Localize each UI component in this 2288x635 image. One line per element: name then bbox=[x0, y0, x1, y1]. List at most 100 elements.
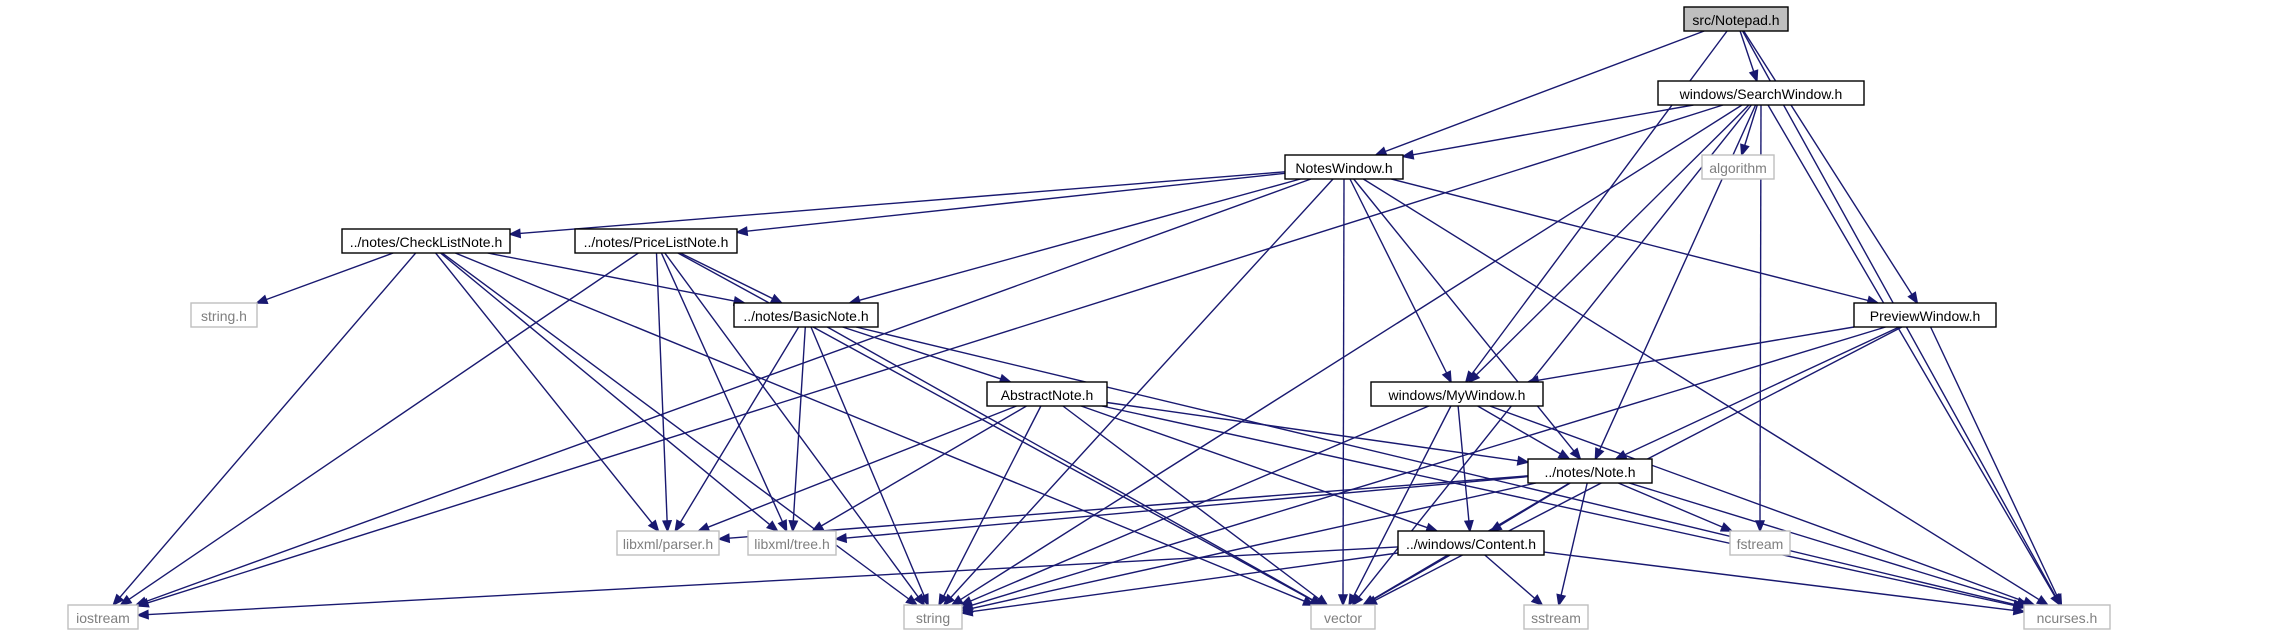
edge-line bbox=[1767, 104, 2056, 597]
arrow-head-icon bbox=[777, 519, 788, 533]
edge-content-to-vector bbox=[1362, 554, 1451, 606]
node-box bbox=[341, 228, 511, 254]
arrow-head-icon bbox=[1556, 593, 1567, 607]
node-mywindow[interactable]: windows/MyWindow.h bbox=[1370, 381, 1544, 407]
node-label: ../notes/CheckListNote.h bbox=[350, 234, 503, 250]
edge-search-to-string bbox=[950, 104, 1743, 607]
edge-pricelist-to-tree bbox=[660, 252, 788, 533]
edge-line bbox=[1628, 482, 2019, 603]
edge-checklist-to-basic bbox=[487, 252, 747, 306]
edge-note-to-parser bbox=[717, 475, 1529, 544]
edge-content-to-sstream bbox=[1484, 554, 1544, 607]
node-box bbox=[1310, 604, 1376, 630]
edge-line bbox=[971, 552, 1399, 613]
edge-line bbox=[826, 326, 1314, 601]
node-preview[interactable]: PreviewWindow.h bbox=[1853, 302, 1997, 328]
arrow-head-icon bbox=[674, 519, 686, 533]
edge-mywindow-to-ncurses bbox=[1489, 405, 2036, 607]
node-checklist[interactable]: ../notes/CheckListNote.h bbox=[341, 228, 511, 254]
edge-line bbox=[1080, 405, 1428, 529]
edge-line bbox=[1362, 178, 2040, 601]
arrow-head-icon bbox=[834, 533, 848, 544]
edge-line bbox=[519, 171, 1286, 235]
node-search[interactable]: windows/SearchWindow.h bbox=[1657, 80, 1865, 106]
edge-preview-to-ncurses bbox=[1929, 326, 2063, 607]
edge-line bbox=[455, 252, 1305, 602]
arrow-head-icon bbox=[136, 609, 149, 620]
node-abstract[interactable]: AbstractNote.h bbox=[986, 381, 1108, 407]
edge-note-to-fstream bbox=[1618, 482, 1734, 532]
node-pricelist[interactable]: ../notes/PriceListNote.h bbox=[574, 228, 738, 254]
node-label: NotesWindow.h bbox=[1295, 160, 1392, 176]
arrow-head-icon bbox=[1748, 69, 1759, 83]
edge-notes-to-vector bbox=[1337, 178, 1349, 607]
arrow-head-icon bbox=[960, 606, 974, 617]
arrow-head-icon bbox=[1401, 149, 1415, 160]
edge-line bbox=[1353, 178, 1575, 452]
arrow-head-icon bbox=[1337, 594, 1349, 607]
edge-search-to-algorithm bbox=[1740, 104, 1758, 157]
edge-line bbox=[1543, 551, 2015, 612]
edge-basic-to-vector bbox=[826, 326, 1324, 606]
edge-line bbox=[128, 252, 639, 600]
node-box bbox=[986, 381, 1108, 407]
node-label: src/Notepad.h bbox=[1692, 12, 1779, 28]
edge-abstract-to-parser bbox=[696, 405, 1017, 532]
edge-line bbox=[660, 252, 784, 523]
edge-line bbox=[265, 252, 394, 301]
edge-line bbox=[971, 482, 1537, 610]
edge-line bbox=[1484, 554, 1536, 599]
arrow-head-icon bbox=[1594, 447, 1605, 461]
node-note[interactable]: ../notes/Note.h bbox=[1527, 458, 1653, 484]
edge-note-to-sstream bbox=[1556, 482, 1588, 607]
arrow-head-icon bbox=[112, 593, 125, 607]
edge-line bbox=[845, 475, 1529, 539]
node-stringh: string.h bbox=[190, 302, 258, 328]
node-box bbox=[1284, 154, 1404, 180]
arrow-head-icon bbox=[1441, 370, 1452, 384]
node-label: ../notes/BasicNote.h bbox=[743, 308, 868, 324]
node-label: ../notes/Note.h bbox=[1544, 464, 1635, 480]
edge-line bbox=[679, 252, 774, 300]
edge-line bbox=[1477, 405, 1561, 455]
arrow-head-icon bbox=[696, 522, 711, 532]
node-tree: libxml/tree.h bbox=[747, 530, 837, 556]
node-label: libxml/parser.h bbox=[623, 536, 713, 552]
edge-line bbox=[1489, 405, 2026, 603]
edge-checklist-to-parser bbox=[435, 252, 660, 533]
edge-notepad-to-search bbox=[1739, 30, 1759, 83]
node-notepad[interactable]: src/Notepad.h bbox=[1683, 6, 1789, 32]
edge-line bbox=[1342, 178, 1345, 596]
node-basic[interactable]: ../notes/BasicNote.h bbox=[733, 302, 879, 328]
node-box bbox=[1527, 458, 1653, 484]
edge-line bbox=[1106, 401, 1519, 462]
edge-line bbox=[1618, 482, 1723, 528]
edge-content-to-string bbox=[960, 552, 1399, 617]
edge-line bbox=[855, 326, 2015, 606]
node-label: ../windows/Content.h bbox=[1406, 536, 1536, 552]
edge-line bbox=[1929, 326, 2058, 597]
edge-line bbox=[810, 326, 925, 597]
arrow-head-icon bbox=[1374, 146, 1388, 156]
edge-line bbox=[145, 178, 1312, 603]
node-label: PreviewWindow.h bbox=[1870, 308, 1981, 324]
node-label: iostream bbox=[76, 610, 130, 626]
node-box bbox=[1370, 381, 1544, 407]
node-content[interactable]: ../windows/Content.h bbox=[1397, 530, 1545, 556]
arrow-head-icon bbox=[662, 520, 673, 533]
node-box bbox=[1729, 530, 1791, 556]
node-notes[interactable]: NotesWindow.h bbox=[1284, 154, 1404, 180]
edge-preview-to-string bbox=[960, 326, 1886, 610]
edge-basic-to-string bbox=[810, 326, 929, 607]
edge-line bbox=[943, 405, 1042, 597]
edge-notepad-to-notes bbox=[1374, 30, 1705, 156]
edge-search-to-notes bbox=[1401, 104, 1694, 160]
edge-line bbox=[820, 405, 1027, 527]
arrow-head-icon bbox=[1463, 519, 1474, 533]
node-label: windows/MyWindow.h bbox=[1388, 387, 1526, 403]
arrow-head-icon bbox=[1557, 449, 1571, 460]
edge-line bbox=[1349, 178, 1448, 374]
edge-line bbox=[970, 405, 1430, 602]
arrow-head-icon bbox=[810, 521, 825, 532]
